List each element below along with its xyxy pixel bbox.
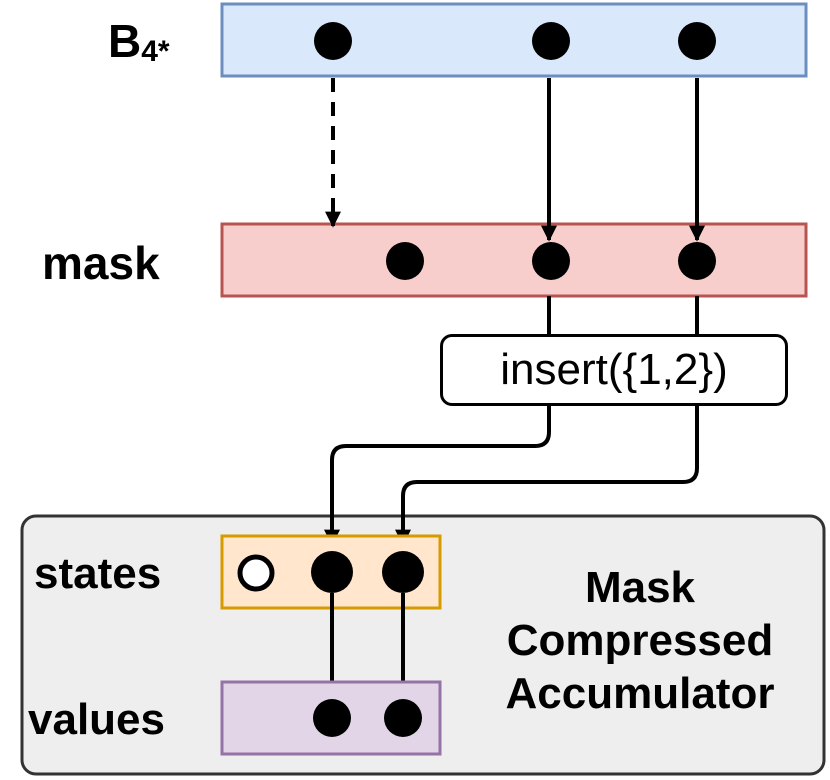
accumulator-title-line: Compressed	[506, 615, 774, 665]
mask-element-dot	[386, 242, 424, 280]
accumulator-title: Mask Compressed Accumulator	[470, 562, 810, 720]
b4-row-box	[220, 2, 808, 78]
b4-label-subscript: 4*	[141, 35, 170, 68]
states-element-dot	[382, 551, 424, 593]
states-element-dot	[311, 551, 353, 593]
insert-operation-box: insert({1,2})	[440, 334, 788, 406]
states-empty-dot	[237, 554, 275, 592]
mask-row-box	[220, 222, 808, 298]
b4-label: B4*	[108, 15, 170, 67]
mask-element-dot	[532, 242, 570, 280]
elbow-arrow	[395, 406, 699, 546]
b4-element-dot	[532, 22, 570, 60]
b4-label-main: B	[108, 15, 142, 67]
values-element-dot	[313, 699, 351, 737]
elbow-arrow	[324, 406, 551, 546]
accumulator-title-line: Accumulator	[505, 668, 775, 718]
b4-element-dot	[678, 22, 716, 60]
values-label: values	[28, 695, 165, 744]
states-label: states	[34, 549, 162, 598]
values-element-dot	[384, 699, 422, 737]
accumulator-title-line: Mask	[584, 563, 696, 612]
b4-element-dot	[314, 22, 352, 60]
mask-label: mask	[42, 237, 160, 289]
mask-element-dot	[678, 242, 716, 280]
